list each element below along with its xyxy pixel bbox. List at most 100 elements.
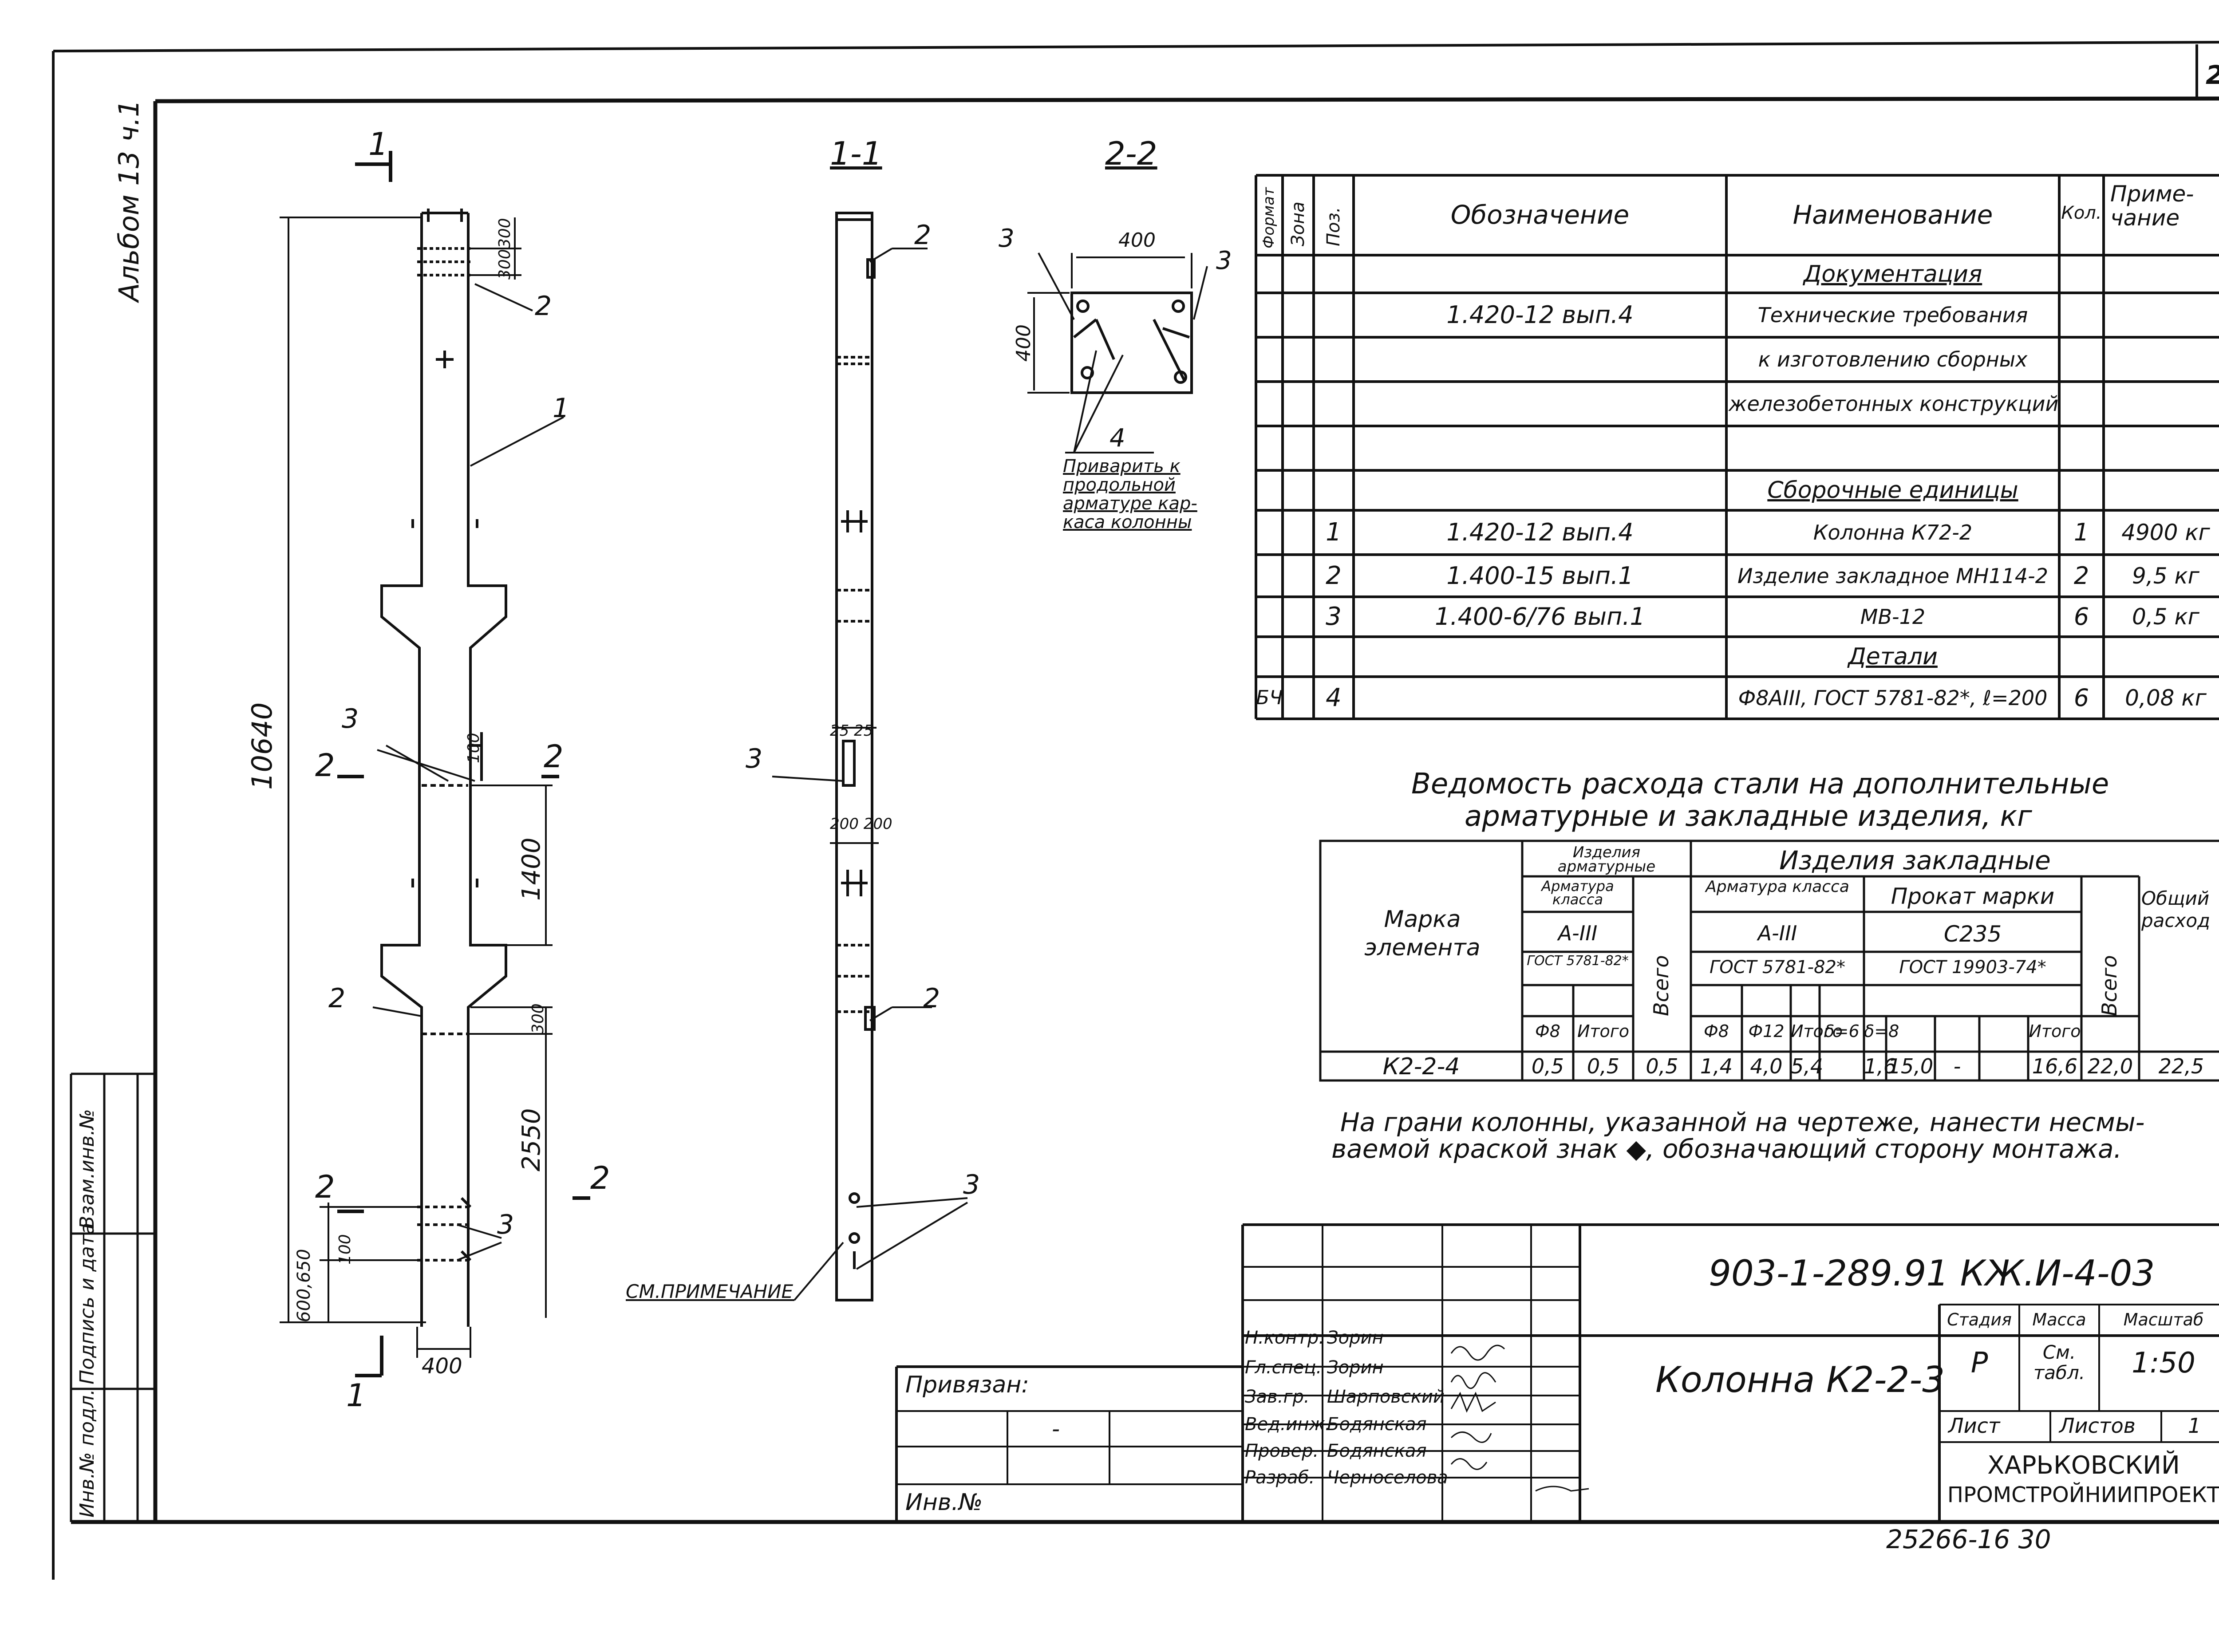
steel-value: 16,6 (2032, 1054, 2078, 1078)
spec-cell-format: БЧ (1256, 686, 1283, 709)
s22-note-line: арматуре кар- (1063, 493, 1197, 514)
dim-100-top: 100 (465, 733, 483, 763)
dim-total-height: 10640 (246, 702, 278, 790)
signer-role: Гл.спец. (1245, 1357, 1322, 1378)
s11-callout-3-bottom: 3 (963, 1169, 980, 1200)
dim-300: 300 (529, 1003, 547, 1034)
spec-cell-note: 4900 кг (2121, 520, 2210, 545)
signer-name: Шарповский (1327, 1387, 1445, 1407)
cut-2-label-right-lower: 2 (590, 1160, 610, 1196)
s11-dim-200-200: 200 200 (830, 815, 892, 833)
dash-mark: - (1052, 1416, 1060, 1442)
signer-name: Бодянская (1327, 1441, 1427, 1461)
cut-2-label-left-lower: 2 (315, 1169, 335, 1205)
spec-cell-name: Детали (1848, 643, 1938, 670)
spec-header-note: Приме-чание (2110, 181, 2194, 231)
column-elevation (280, 151, 590, 1377)
spec-header-name: Наименование (1793, 200, 1993, 230)
doc-code: 903-1-289.91 КЖ.И-4-03 (1709, 1253, 2155, 1294)
signer-role: Вед.инж. (1245, 1414, 1331, 1435)
dim-mid-gap: 1400 (517, 837, 546, 901)
spec-cell-designation: 1.420-12 вып.4 (1446, 301, 1634, 329)
spec-cell-name: МВ-12 (1860, 605, 1926, 629)
spec-cell-qty: 2 (2073, 561, 2089, 590)
page-number: 29 (2206, 62, 2219, 88)
album-label: Альбом 13 ч.1 (113, 99, 145, 302)
left-strip (70, 1072, 155, 1522)
signer-role: Провер. (1245, 1441, 1319, 1461)
spec-header-qty: Кол. (2061, 203, 2102, 223)
s22-width: 400 (1118, 229, 1156, 252)
s22-note-line: Приварить к (1063, 456, 1181, 477)
bottom-number: 25266-16 30 (1886, 1524, 2051, 1554)
see-note-label: СМ.ПРИМЕЧАНИЕ (626, 1281, 794, 1302)
steel-subheader: Ф12 (1748, 1021, 1785, 1041)
sheet-frame (52, 41, 2219, 1580)
cut-1-label: 1 (368, 126, 388, 162)
s22-note-line: продольной (1063, 475, 1176, 495)
steel-subheader: δ=6 (1824, 1021, 1860, 1041)
spec-table-grid (1255, 174, 2219, 720)
steel-value: 15,0 (1887, 1054, 1934, 1078)
dim-top-300a: 300 (496, 218, 514, 248)
cut-2-label-left: 2 (315, 747, 335, 784)
s22-weld-note: Приварить к продольной арматуре кар- кас… (1063, 457, 1197, 532)
steel-subheader: δ=8 (1864, 1021, 1899, 1041)
sheets-value: 1 (2188, 1414, 2201, 1438)
section-1-1-title: 1-1 (830, 135, 882, 172)
signatures (1450, 1344, 1589, 1492)
spec-cell-name: Технические требования (1757, 303, 2028, 327)
cut-1-bottom-label: 1 (346, 1377, 366, 1414)
spec-cell-pos: 3 (1326, 602, 1342, 631)
steel-c235: С235 (1943, 921, 2002, 947)
dim-100: 100 (336, 1234, 354, 1265)
side-strip-signature-date: Подпись и дата (76, 1222, 99, 1384)
s22-callout-3-left: 3 (999, 224, 1015, 253)
spec-cell-note: 0,08 кг (2125, 685, 2207, 711)
s22-callout-4: 4 (1110, 424, 1125, 453)
title-block-grid (895, 1223, 2219, 1522)
spec-cell-qty: 6 (2073, 603, 2089, 631)
spec-cell-qty: 1 (2073, 518, 2089, 546)
steel-subheader: Ф8 (1535, 1021, 1560, 1041)
signer-role: Разраб. (1245, 1467, 1315, 1488)
spec-cell-pos: 4 (1326, 683, 1342, 712)
spec-cell-qty: 6 (2073, 683, 2089, 712)
steel-value: 22,5 (2158, 1054, 2204, 1078)
spec-cell-name: Изделие закладное МН114-2 (1737, 564, 2049, 588)
cut-2-label-right: 2 (544, 738, 564, 775)
signer-role: Зав.гр. (1245, 1387, 1310, 1407)
stage-value: Р (1970, 1347, 1988, 1380)
stage-label: Стадия (1947, 1310, 2012, 1329)
steel-arm-group: Изделия арматурные (1557, 844, 1656, 875)
steel-value: 22,0 (2087, 1054, 2133, 1078)
spec-cell-note: 9,5 кг (2132, 563, 2199, 589)
steel-mark-header: Марка элемента (1364, 906, 1481, 961)
spec-cell-name: Документация (1803, 260, 1982, 288)
spec-cell-name: Сборочные единицы (1767, 477, 2018, 504)
column-section-1-1 (723, 212, 968, 1301)
s11-dim-25-25: 25 25 (830, 722, 873, 740)
callout-2-lower: 2 (328, 983, 346, 1014)
steel-a3-emb: А-III (1757, 921, 1797, 945)
steel-gost-c: ГОСТ 19903-74* (1899, 957, 2046, 978)
steel-value: 0,5 (1587, 1054, 1620, 1078)
spec-cell-pos: 2 (1326, 561, 1342, 590)
spec-cell-designation: 1.400-15 вып.1 (1446, 561, 1634, 590)
signer-name: Зорин (1327, 1357, 1384, 1378)
s22-note-line: каса колонны (1063, 512, 1192, 532)
spec-cell-name: к изготовлению сборных (1758, 347, 2028, 371)
note-line-1: На грани колонны, указанной на чертеже, … (1340, 1107, 2145, 1137)
steel-value: 0,5 (1646, 1054, 1678, 1078)
callout-3-bottom: 3 (497, 1209, 514, 1240)
bound-label: Привязан: (905, 1372, 1029, 1398)
steel-row-mark: К2-2-4 (1382, 1053, 1460, 1080)
signer-name: Зорин (1327, 1328, 1384, 1348)
sheets-label: Листов (2059, 1414, 2136, 1438)
steel-value: - (1953, 1054, 1961, 1078)
spec-cell-name: железобетонных конструкций (1729, 392, 2059, 416)
side-strip-inv-orig: Инв.№ подл. (76, 1389, 99, 1518)
steel-arm-class: Арматура класса (1541, 878, 1614, 908)
